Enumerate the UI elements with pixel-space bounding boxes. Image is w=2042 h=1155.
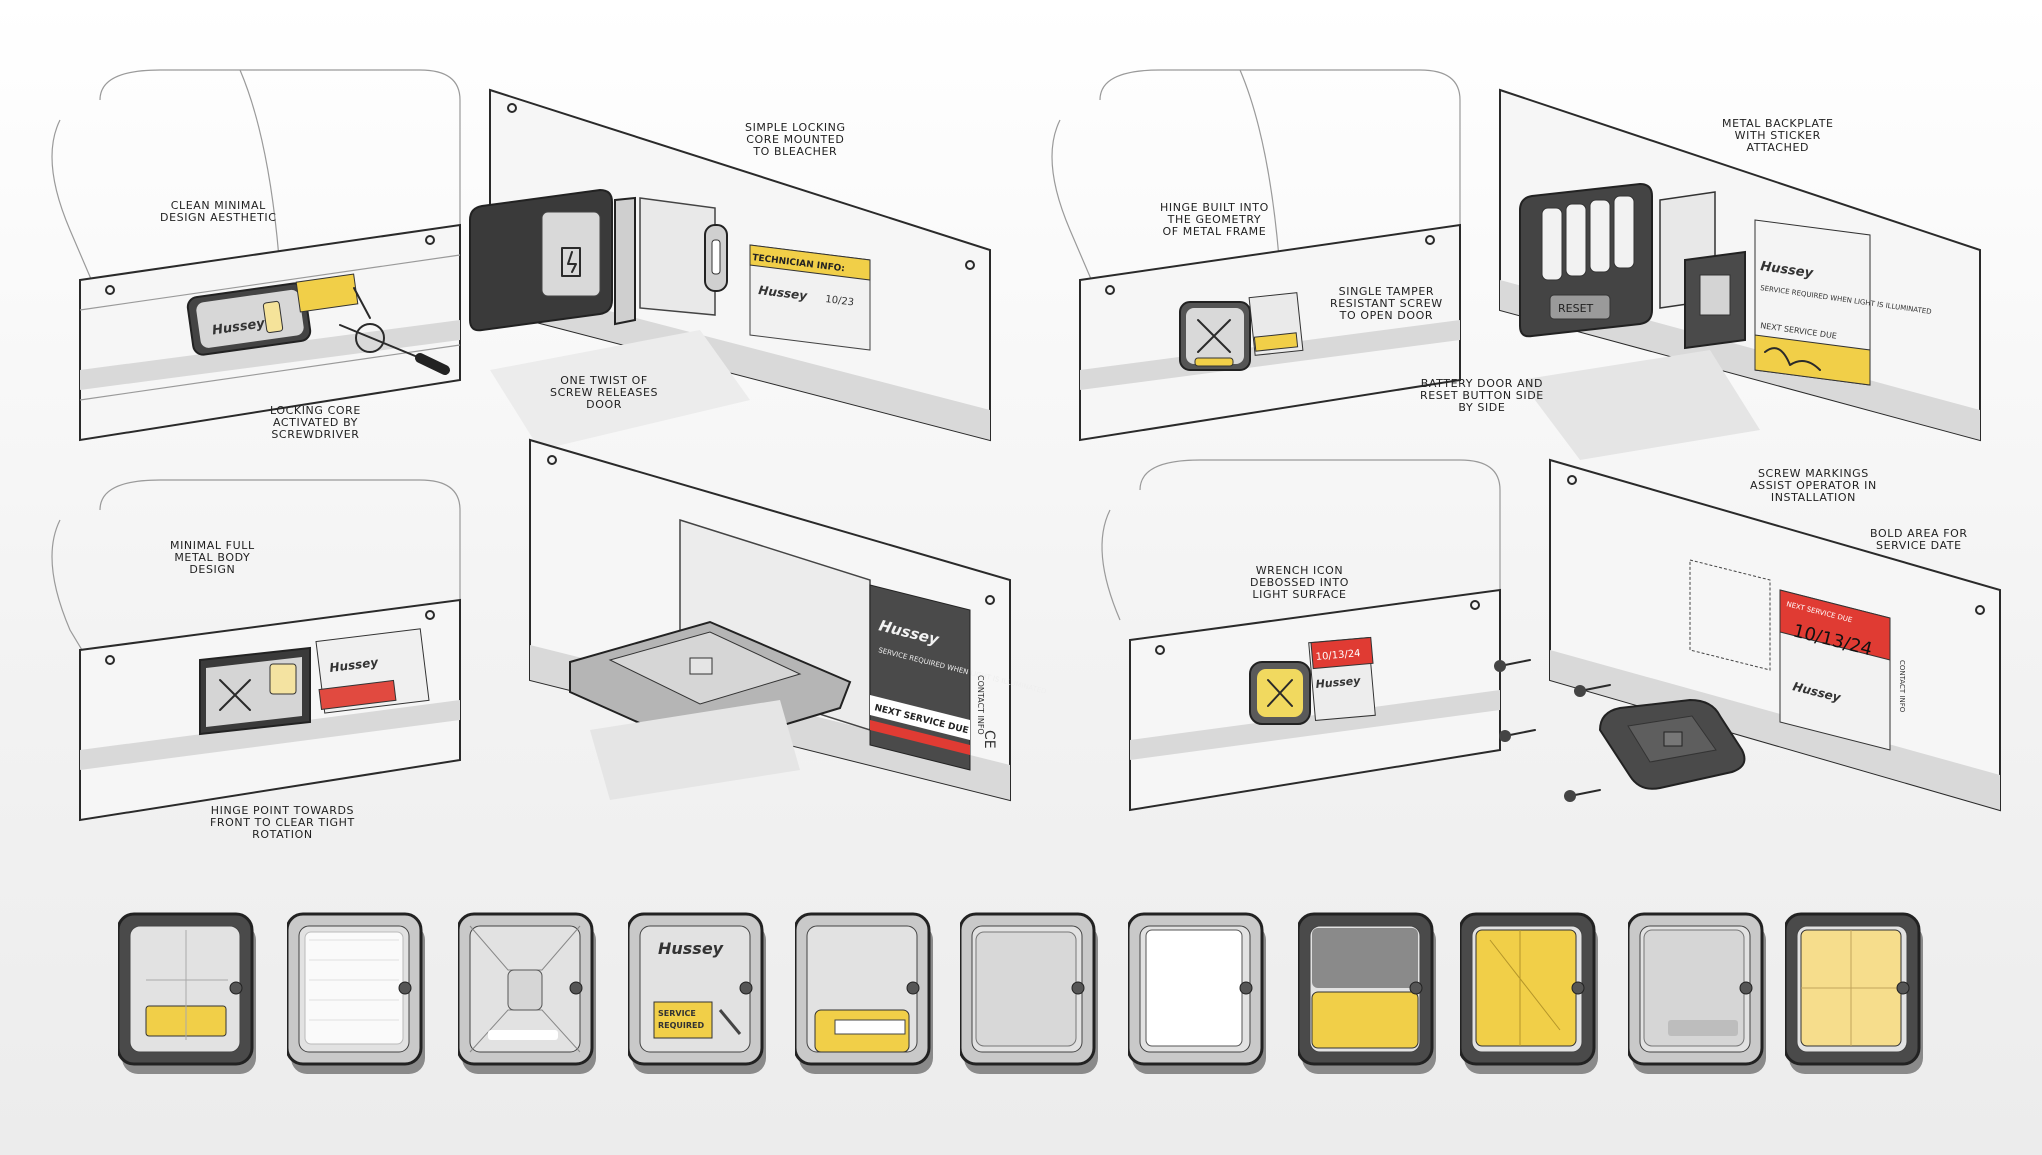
concept-d-detail-sketch: NEXT SERVICE DUE 10/13/24 Hussey CONTACT… (1494, 458, 2001, 812)
concept-a-detail: TECHNICIAN INFO: Hussey 10/23 SIMPLE LOC… (450, 80, 1010, 480)
concept-b-overview-sketch (1051, 69, 1461, 442)
device-brand-logo: Hussey (211, 316, 266, 338)
variant-9 (1460, 910, 1598, 1090)
variant-1 (118, 910, 256, 1090)
variant-3-screw-icon (569, 981, 583, 995)
concept-c-detail: Hussey SERVICE REQUIRED WHEN LIGHT IS IL… (500, 430, 1047, 860)
note-metal-backplate: METAL BACKPLATE WITH STICKER ATTACHED (1722, 117, 1834, 154)
variant-4-screw-icon (739, 981, 753, 995)
svg-text:SERVICE: SERVICE (658, 1009, 696, 1018)
note-one-twist: ONE TWIST OF SCREW RELEASES DOOR (550, 374, 659, 411)
panel-c1-brand: Hussey (329, 655, 380, 675)
variant-6-screw-icon (1071, 981, 1085, 995)
note-simple-locking: SIMPLE LOCKING CORE MOUNTED TO BLEACHER (745, 121, 846, 158)
variant-11 (1785, 910, 1923, 1090)
svg-text:REQUIRED: REQUIRED (658, 1021, 705, 1030)
note-bold-area: BOLD AREA FOR SERVICE DATE (1870, 527, 1968, 552)
concept-c-overview: Hussey MINIMAL FULL METAL BODY DESIGN HI… (40, 460, 480, 860)
variant-2-screw-icon (398, 981, 412, 995)
variant-5 (795, 910, 933, 1090)
variant-8 (1298, 910, 1436, 1090)
concept-a-overview: Hussey CLEAN MINIMAL DESIGN AESTHETIC LO… (40, 40, 480, 460)
technician-label-date: 10/23 (825, 294, 855, 308)
variant-9-screw-icon (1571, 981, 1585, 995)
variant-8-sketch (1298, 912, 1436, 1074)
note-tamper-screw: SINGLE TAMPER RESISTANT SCREW TO OPEN DO… (1330, 285, 1443, 322)
variant-7-screw-icon (1239, 981, 1253, 995)
concept-c-detail-sketch: Hussey SERVICE REQUIRED WHEN LIGHT IS IL… (529, 438, 1047, 802)
sticker-brand: Hussey (1759, 259, 1814, 281)
variant-1-sketch (118, 912, 256, 1074)
concept-a-detail-sketch: TECHNICIAN INFO: Hussey 10/23 (469, 88, 991, 450)
variant-1-screw-icon (229, 981, 243, 995)
reset-button-label: RESET (1558, 302, 1594, 315)
concept-b-detail: RESET Hussey SERVICE REQUIRED WHEN LIGHT… (1330, 80, 2020, 480)
panel-c2-ce: CE (981, 730, 997, 749)
variant-2 (287, 910, 425, 1090)
concept-d-overview-sketch: 10/13/24 Hussey (1101, 459, 1501, 812)
variant-6 (960, 910, 1098, 1090)
variant-5-sketch (795, 912, 933, 1074)
svg-text:Hussey: Hussey (658, 939, 724, 958)
variant-10 (1628, 910, 1766, 1090)
note-hinge-point: HINGE POINT TOWARDS FRONT TO CLEAR TIGHT… (210, 804, 355, 841)
variant-3-sketch (458, 912, 596, 1074)
panel-d2-contact: CONTACT INFO (1898, 660, 1906, 713)
technician-label-brand: Hussey (758, 283, 809, 303)
concept-b-overview: HINGE BUILT INTO THE GEOMETRY OF METAL F… (1040, 40, 1480, 460)
panel-c2-contact: CONTACT INFO (976, 675, 985, 735)
variant-9-sketch (1460, 912, 1598, 1074)
note-locking-core: LOCKING CORE ACTIVATED BY SCREWDRIVER (270, 404, 361, 441)
note-wrench-icon: WRENCH ICON DEBOSSED INTO LIGHT SURFACE (1250, 564, 1349, 601)
note-minimal-metal: MINIMAL FULL METAL BODY DESIGN (170, 539, 255, 576)
concept-b-detail-sketch: RESET Hussey SERVICE REQUIRED WHEN LIGHT… (1499, 88, 1981, 460)
variant-11-screw-icon (1896, 981, 1910, 995)
variant-8-screw-icon (1409, 981, 1423, 995)
variant-5-screw-icon (906, 981, 920, 995)
concept-a-overview-sketch: Hussey (51, 69, 461, 442)
note-battery-door: BATTERY DOOR AND RESET BUTTON SIDE BY SI… (1420, 377, 1544, 414)
variant-10-sketch (1628, 912, 1766, 1074)
concept-c-overview-sketch: Hussey (51, 479, 461, 822)
variant-7 (1128, 910, 1266, 1090)
note-clean-design: CLEAN MINIMAL DESIGN AESTHETIC (160, 199, 277, 224)
note-screw-markings: SCREW MARKINGS ASSIST OPERATOR IN INSTAL… (1750, 467, 1877, 504)
concept-d-overview: 10/13/24 Hussey WRENCH ICON DEBOSSED INT… (1100, 440, 1520, 860)
panel-d1-date: 10/13/24 (1315, 648, 1361, 663)
variant-7-sketch (1128, 912, 1266, 1074)
variant-3 (458, 910, 596, 1090)
variant-2-sketch (287, 912, 425, 1074)
variant-11-sketch (1785, 912, 1923, 1074)
concept-d-detail: NEXT SERVICE DUE 10/13/24 Hussey CONTACT… (1480, 450, 2020, 870)
note-hinge-geometry: HINGE BUILT INTO THE GEOMETRY OF METAL F… (1160, 201, 1269, 238)
panel-d1-brand: Hussey (1315, 674, 1362, 691)
variant-10-screw-icon (1739, 981, 1753, 995)
variant-6-sketch (960, 912, 1098, 1074)
